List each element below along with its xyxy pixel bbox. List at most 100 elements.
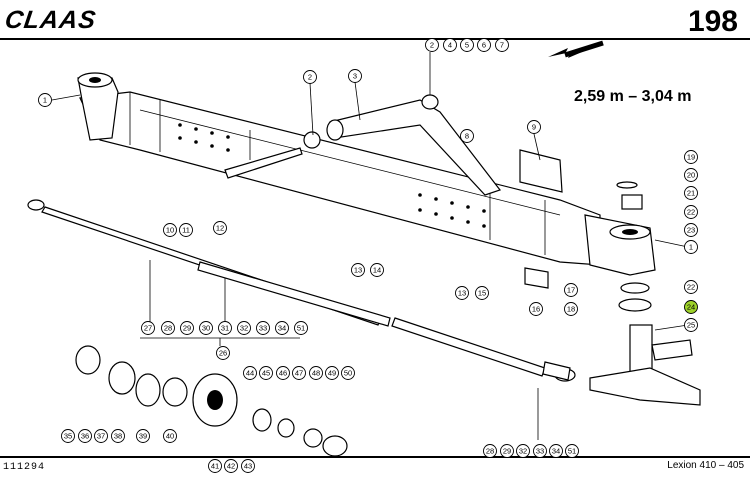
leader-lines	[51, 52, 689, 440]
wheel-hub-assembly	[75, 345, 348, 457]
callout-label: 34	[552, 447, 560, 456]
callout-label: 17	[567, 286, 575, 295]
callout-label: 19	[687, 153, 695, 162]
callout-22: 22	[684, 280, 698, 294]
callout-label: 2	[430, 41, 434, 50]
callout-48: 48	[309, 366, 323, 380]
svg-text:26: 26	[219, 349, 227, 358]
callout-39: 39	[136, 429, 150, 443]
callout-label: 51	[568, 447, 576, 456]
callout-29: 29	[500, 444, 514, 458]
callout-47: 47	[292, 366, 306, 380]
callout-label: 11	[182, 226, 190, 235]
callout-29: 29	[180, 321, 194, 335]
callout-label: 14	[373, 266, 381, 275]
callout-49: 49	[325, 366, 339, 380]
callout-21: 21	[684, 186, 698, 200]
callout-25: 25	[684, 318, 698, 332]
callout-12: 12	[213, 221, 227, 235]
callout-40: 40	[163, 429, 177, 443]
right-knuckle-housing	[584, 214, 656, 276]
callout-label: 50	[344, 369, 352, 378]
callout-label: 2	[308, 73, 312, 82]
callout-32: 32	[237, 321, 251, 335]
callout-11: 11	[179, 223, 193, 237]
footer-rule	[0, 456, 750, 458]
callout-label: 34	[278, 324, 286, 333]
callout-6: 6	[477, 38, 491, 52]
callout-36: 36	[78, 429, 92, 443]
callout-label: 30	[202, 324, 210, 333]
callout-label: 48	[312, 369, 320, 378]
callout-43: 43	[241, 459, 255, 473]
callout-45: 45	[259, 366, 273, 380]
callout-41: 41	[208, 459, 222, 473]
callout-label: 7	[500, 41, 504, 50]
callout-label: 29	[183, 324, 191, 333]
callout-label: 42	[227, 462, 235, 471]
callout-28: 28	[161, 321, 175, 335]
callout-50: 50	[341, 366, 355, 380]
callout-label: 5	[465, 41, 469, 50]
mounting-plate	[519, 149, 563, 193]
callout-label: 6	[482, 41, 486, 50]
callout-label: 27	[144, 324, 152, 333]
callout-19: 19	[684, 150, 698, 164]
callout-24: 24	[684, 300, 698, 314]
group-bracket	[140, 337, 300, 346]
callout-9: 9	[527, 120, 541, 134]
callout-27: 27	[141, 321, 155, 335]
callout-22: 22	[684, 205, 698, 219]
callout-37: 37	[94, 429, 108, 443]
width-range: 2,59 m – 3,04 m	[574, 88, 692, 105]
callout-label: 43	[244, 462, 252, 471]
callout-23: 23	[684, 223, 698, 237]
callout-35: 35	[61, 429, 75, 443]
callout-7: 7	[495, 38, 509, 52]
callout-5: 5	[460, 38, 474, 52]
callout-32: 32	[516, 444, 530, 458]
callout-16: 16	[529, 302, 543, 316]
callout-30: 30	[199, 321, 213, 335]
callout-label: 41	[211, 462, 219, 471]
callout-label: 20	[687, 171, 695, 180]
callout-label: 25	[687, 321, 695, 330]
callout-label: 13	[458, 289, 466, 298]
callout-label: 28	[164, 324, 172, 333]
callout-label: 32	[240, 324, 248, 333]
callout-group: 26	[216, 346, 230, 360]
direction-arrow-icon	[548, 40, 604, 58]
callout-label: 4	[448, 41, 452, 50]
callout-label: 8	[465, 132, 469, 141]
callout-label: 1	[689, 243, 693, 252]
callout-label: 1	[43, 96, 47, 105]
callout-17: 17	[564, 283, 578, 297]
callout-51: 51	[565, 444, 579, 458]
callout-label: 29	[503, 447, 511, 456]
callout-10: 10	[163, 223, 177, 237]
callout-label: 13	[354, 266, 362, 275]
callout-label: 9	[532, 123, 536, 132]
callout-14: 14	[370, 263, 384, 277]
callout-46: 46	[276, 366, 290, 380]
callout-31: 31	[218, 321, 232, 335]
callout-51: 51	[294, 321, 308, 335]
callout-label: 28	[486, 447, 494, 456]
model-label: Lexion 410 – 405	[667, 460, 744, 471]
callout-label: 3	[353, 72, 357, 81]
callout-label: 45	[262, 369, 270, 378]
callout-2: 2	[303, 70, 317, 84]
callout-13: 13	[455, 286, 469, 300]
steering-knuckle	[589, 181, 701, 406]
callout-label: 23	[687, 226, 695, 235]
callout-13: 13	[351, 263, 365, 277]
callout-38: 38	[111, 429, 125, 443]
callout-18: 18	[564, 302, 578, 316]
callout-label: 35	[64, 432, 72, 441]
callout-label: 22	[687, 208, 695, 217]
callout-3: 3	[348, 69, 362, 83]
callout-20: 20	[684, 168, 698, 182]
callout-label: 15	[478, 289, 486, 298]
swing-arm	[224, 94, 501, 196]
